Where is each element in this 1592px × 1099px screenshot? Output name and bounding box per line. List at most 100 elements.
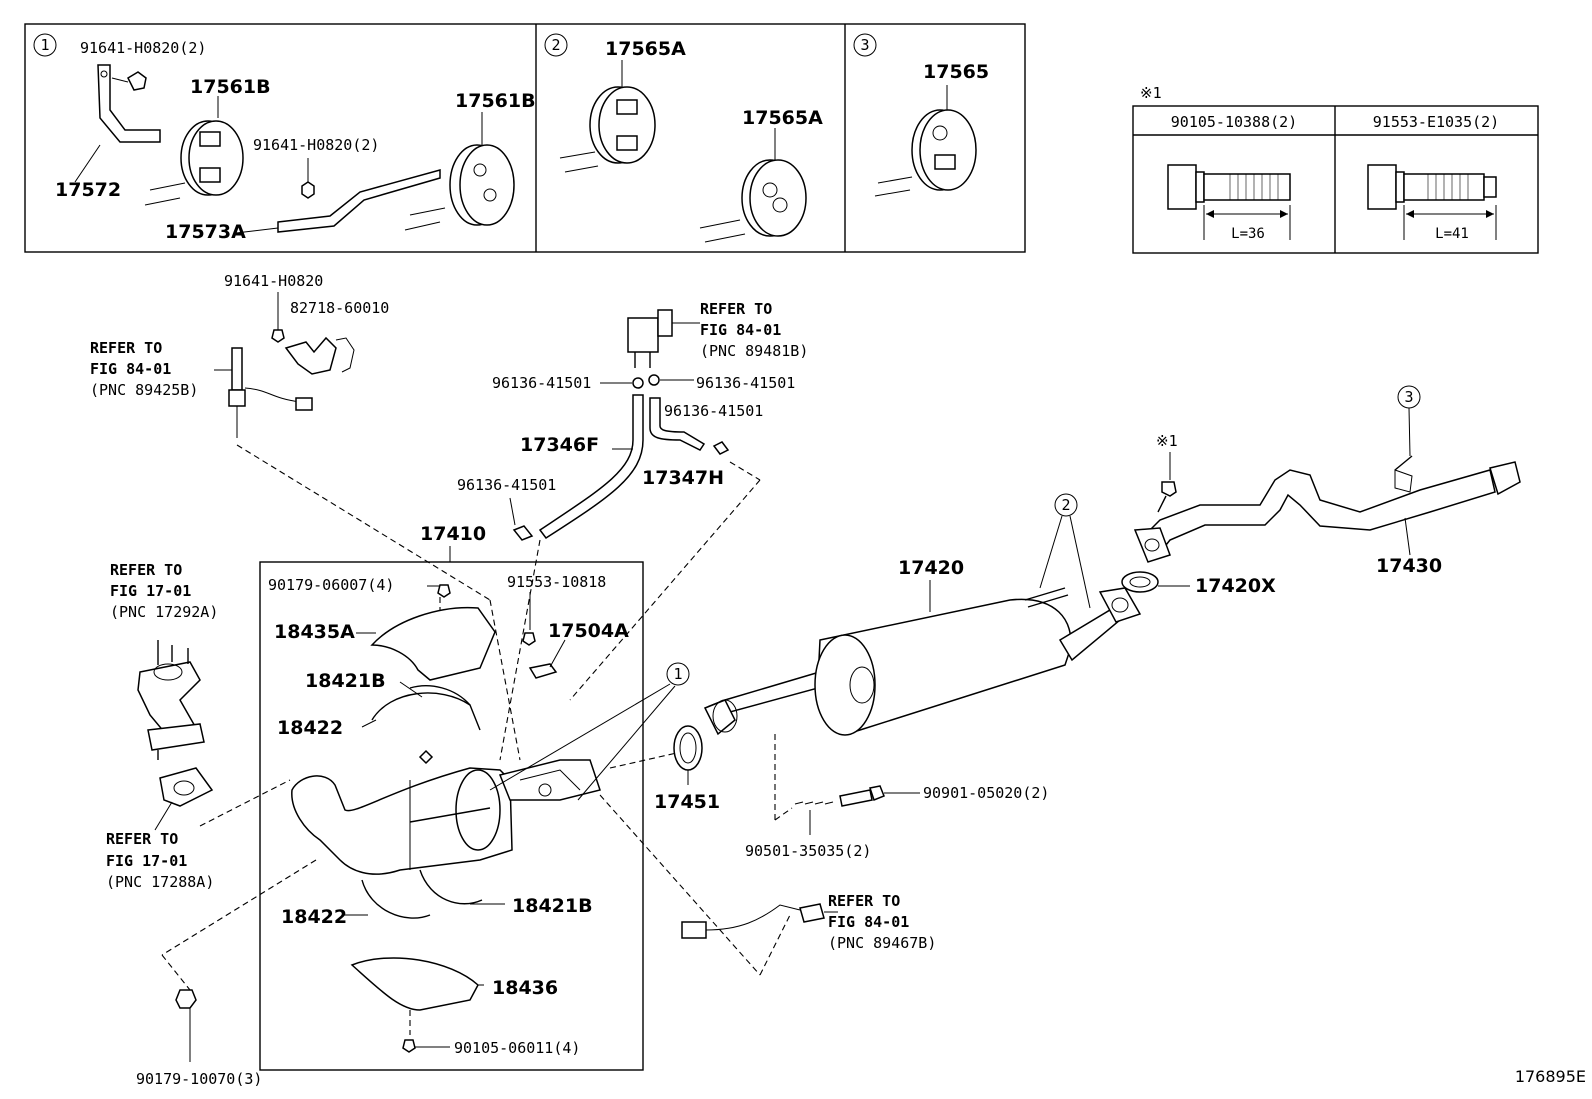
rubber-insulator-icon [559,60,656,173]
spring-bolt-icon [794,785,920,807]
part-label: 17561B [190,76,271,98]
part-label: 18421B [305,670,386,692]
bolt-length-table: 90105-10388(2) 91553-E1035(2) L=36 [1132,105,1539,254]
inset-callout-3: 3 [853,33,877,57]
part-label: 96136-41501 [664,402,763,420]
band-clamp-icon [361,681,481,765]
part-label: 17565A [605,38,686,60]
part-label: 91641-H0820 [224,272,323,290]
part-label: 18435A [274,621,355,643]
part-label: 90901-05020(2) [923,784,1049,802]
svg-text:1: 1 [673,665,682,683]
flange-bolt-icon [1367,164,1497,240]
part-label: 17410 [420,523,486,545]
heat-shield-icon [356,584,496,681]
part-label: 17565A [742,107,823,129]
refer-text: REFER TO [700,300,772,318]
tail-pipe-icon [1133,455,1521,563]
part-label: 17572 [55,179,121,201]
refer-text: (PNC 89425B) [90,381,198,399]
part-label: 18421B [512,895,593,917]
refer-text: FIG 84-01 [828,913,909,931]
pressure-sensor-icon [627,309,700,368]
flange-gasket-icon [1098,571,1190,623]
oxygen-sensor-icon [681,903,838,939]
svg-text:3: 3 [860,36,869,54]
inset-callout-2: 2 [544,33,568,57]
svg-text:1: 1 [40,36,49,54]
gasket-icon [154,767,214,831]
band-clamp-icon [344,869,505,919]
refer-text: FIG 84-01 [700,321,781,339]
part-label: 90105-06011(4) [454,1039,580,1057]
refer-text: REFER TO [106,830,178,848]
refer-text: (PNC 17288A) [106,873,214,891]
part-label: 17420X [1195,575,1276,597]
refer-text: REFER TO [110,561,182,579]
refer-text: (PNC 17292A) [110,603,218,621]
bolt-icon [1157,452,1177,513]
figure-id: 176895E [1515,1067,1586,1086]
catalytic-converter-icon [291,759,601,875]
part-label: 90179-10070(3) [136,1070,262,1088]
refer-text: (PNC 89467B) [828,934,936,952]
refer-text: (PNC 89481B) [700,342,808,360]
callout-3-marker: 3 [1397,385,1421,457]
part-label: 96136-41501 [492,374,591,392]
converter-group-box [259,561,644,1071]
length-label: L=41 [1435,226,1469,242]
oxygen-sensor-icon [214,292,355,438]
refer-text: REFER TO [828,892,900,910]
refer-text: FIG 17-01 [106,852,187,870]
nut-icon [175,989,197,1062]
part-label: 17347H [642,467,724,489]
note-mark: ※1 [1140,84,1162,102]
part-label: 91641-H0820(2) [80,39,206,57]
svg-text:3: 3 [1404,388,1413,406]
part-label: 96136-41501 [457,476,556,494]
rubber-insulator-icon [404,112,515,231]
refer-text: FIG 84-01 [90,360,171,378]
part-label: 17565 [923,61,989,83]
part-label: 17430 [1376,555,1442,577]
part-label: 17504A [548,620,629,642]
vacuum-hose-icon [509,374,730,541]
note-mark: ※1 [1156,432,1178,450]
inset-panels [24,23,1026,253]
part-label: 82718-60010 [290,299,389,317]
exhaust-manifold-icon [137,640,205,760]
table-header: 91553-E1035(2) [1373,113,1499,131]
refer-text: FIG 17-01 [110,582,191,600]
hanger-bracket-icon [74,64,161,183]
svg-text:2: 2 [551,36,560,54]
svg-text:2: 2 [1061,496,1070,514]
flange-bolt-icon [1167,164,1291,240]
part-label: 96136-41501 [696,374,795,392]
hanger-rod-icon [235,158,441,234]
assembly-guide-lines [161,444,793,991]
part-label: 17561B [455,90,536,112]
length-label: L=36 [1231,226,1265,242]
rubber-insulator-icon [874,85,977,197]
inset-callout-1: 1 [33,33,57,57]
callout-1-marker: 1 [489,662,690,801]
part-label: 90501-35035(2) [745,842,871,860]
bolt-icon [522,592,566,679]
part-label: 91553-10818 [507,573,606,591]
refer-text: REFER TO [90,339,162,357]
callout-2-marker: 2 [1039,493,1091,609]
rubber-insulator-icon [699,128,807,243]
part-label: 17346F [520,434,599,456]
part-label: 17420 [898,557,964,579]
part-label: 90179-06007(4) [268,576,394,594]
part-label: 18422 [277,717,343,739]
rubber-insulator-icon [144,96,244,206]
muffler-icon [703,587,1122,736]
part-label: 18422 [281,906,347,928]
part-label: 18436 [492,977,558,999]
part-label: 17451 [654,791,720,813]
part-label: 91641-H0820(2) [253,136,379,154]
part-label: 17573A [165,221,246,243]
